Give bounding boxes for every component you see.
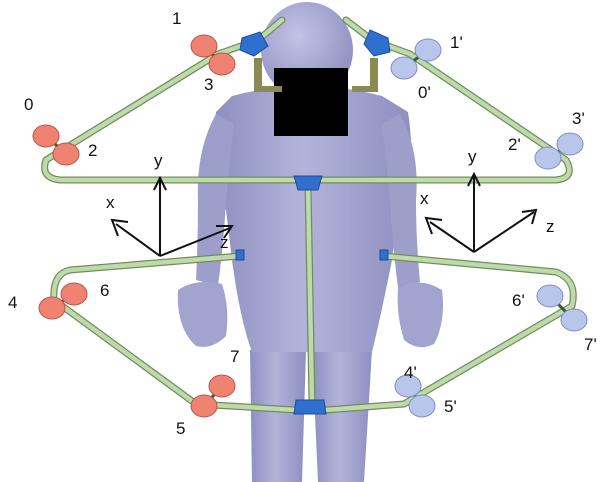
marker-label-5: 5: [176, 419, 185, 438]
marker-sphere: [190, 34, 218, 58]
marker-label-2-prime: 2': [508, 135, 521, 154]
marker-pair-6p-7p: [536, 284, 588, 332]
marker-sphere: [60, 282, 88, 306]
marker-sphere: [390, 56, 418, 80]
connector-hip-right: [379, 249, 389, 261]
connectors: [235, 29, 391, 415]
marker-label-3-prime: 3': [572, 109, 585, 128]
marker-pair-1-3: [190, 34, 236, 76]
left-hand: [177, 282, 228, 347]
marker-pair-1p-0p: [390, 38, 442, 80]
marker-label-3: 3: [204, 75, 213, 94]
marker-label-4-prime: 4': [404, 363, 417, 382]
connector-hip-left: [235, 249, 245, 261]
connector-shoulder-right: [363, 29, 391, 57]
left-leg: [250, 350, 306, 482]
axes-left: [110, 175, 234, 257]
marker-sphere: [52, 142, 80, 166]
marker-label-6: 6: [100, 281, 109, 300]
marker-label-0: 0: [24, 95, 33, 114]
marker-label-0-prime: 0': [418, 83, 431, 102]
marker-sphere: [32, 124, 60, 148]
visor-box: [274, 68, 348, 136]
marker-sphere: [208, 52, 236, 76]
axis-right-x-label: x: [420, 189, 429, 208]
marker-label-1-prime: 1': [450, 33, 463, 52]
marker-label-7: 7: [230, 347, 239, 366]
marker-sphere: [38, 296, 66, 320]
marker-label-4: 4: [8, 293, 17, 312]
right-shoulder-bracket: [352, 58, 378, 92]
right-hand: [397, 282, 443, 348]
marker-sphere: [536, 284, 564, 308]
marker-sphere: [414, 38, 442, 62]
left-arm: [196, 114, 234, 286]
marker-pair-4p-5p: [394, 374, 436, 418]
marker-sphere: [394, 374, 422, 398]
marker-pair-3p-2p: [534, 132, 584, 170]
axis-right-y-label: y: [468, 147, 477, 166]
marker-label-2: 2: [88, 141, 97, 160]
left-shoulder-bracket: [254, 58, 282, 92]
connector-chest: [293, 175, 323, 191]
marker-sphere: [556, 132, 584, 156]
marker-sphere: [408, 394, 436, 418]
marker-pair-0-2: [32, 124, 80, 166]
marker-label-6-prime: 6': [512, 291, 525, 310]
marker-sphere: [190, 394, 218, 418]
axes-right: [424, 171, 538, 253]
marker-label-5-prime: 5': [444, 397, 457, 416]
axis-left-z-label: z: [220, 233, 229, 252]
connector-waist: [293, 399, 327, 415]
right-leg: [312, 350, 372, 482]
marker-label-7-prime: 7': [584, 335, 597, 354]
marker-sphere: [560, 308, 588, 332]
right-arm: [382, 114, 420, 288]
marker-pair-7-5: [190, 374, 236, 418]
markers: [32, 34, 588, 418]
marker-pair-4-6: [38, 282, 88, 320]
axis-left-y-label: y: [154, 151, 163, 170]
connector-shoulder-left: [239, 31, 269, 57]
marker-sphere: [534, 146, 562, 170]
axis-left-x-label: x: [106, 193, 115, 212]
marker-label-1: 1: [172, 9, 181, 28]
axis-right-z-label: z: [546, 217, 555, 236]
marker-sphere: [208, 374, 236, 398]
